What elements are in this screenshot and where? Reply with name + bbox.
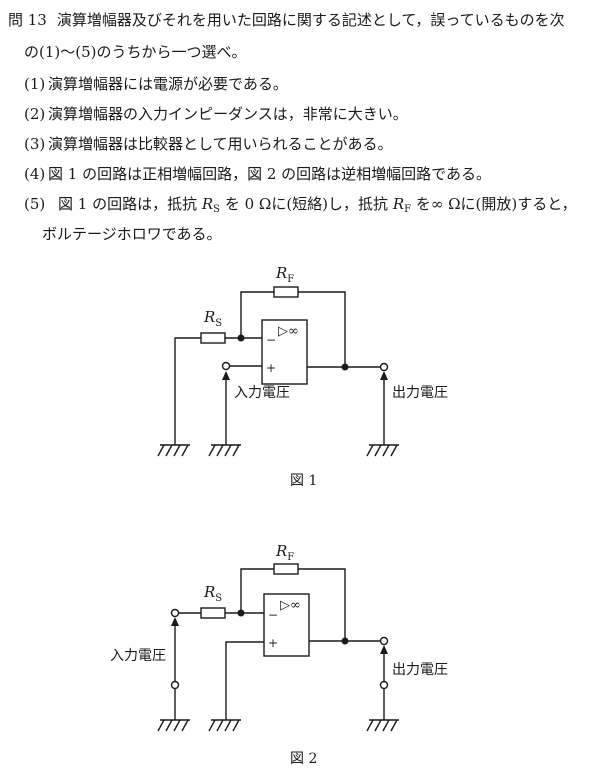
input-arrow-head: [222, 371, 230, 380]
option-label: (4): [24, 165, 46, 183]
figure-2-output-label: 出力電圧: [392, 662, 448, 678]
question-stem: 演算増幅器及びそれを用いた回路に関する記述として，誤っているものを次: [56, 11, 565, 29]
inverting-sign: −: [268, 608, 278, 622]
figure-2-caption: 図 2: [290, 751, 318, 767]
option-text: 演算増幅器の入力インピーダンスは，非常に大きい。: [48, 105, 408, 123]
resistor-rs: [200, 607, 226, 619]
ground-icon: [157, 444, 190, 457]
noninverting-sign: +: [268, 636, 278, 650]
option-text: 演算増幅器は比較器として用いられることがある。: [48, 135, 393, 153]
option-label: (2): [24, 105, 46, 123]
junction: [237, 609, 245, 617]
noninverting-ground-wire: [225, 641, 264, 720]
ground-icon: [208, 719, 241, 732]
option-text-a: 図 1 の回路は，抵抗: [58, 195, 198, 213]
rf-label: RF: [275, 264, 294, 285]
ground-icon: [366, 719, 399, 732]
output-arrow-head: [380, 645, 388, 654]
figure-2-circuit: RF RS − + ▷∞: [110, 542, 448, 732]
resistor-rs-symbol: RS: [201, 195, 221, 215]
output-junction: [341, 637, 349, 645]
resistor-rf: [273, 563, 299, 575]
junction: [237, 334, 245, 342]
figure-2-input-label: 入力電圧: [110, 648, 166, 664]
option-text-c: を∞ Ωに(開放)すると，: [415, 195, 577, 213]
rs-label: RS: [203, 308, 222, 329]
output-junction: [341, 363, 349, 371]
rs-label: RS: [203, 583, 222, 604]
option-text: 演算増幅器には電源が必要である。: [48, 75, 288, 93]
option-3[interactable]: (3)演算増幅器は比較器として用いられることがある。: [24, 134, 393, 154]
opamp-symbol: ▷∞: [280, 598, 301, 613]
inverting-sign: −: [266, 333, 276, 347]
output-terminal: [379, 362, 389, 372]
ground-icon: [366, 444, 399, 457]
input-arrow-head: [171, 617, 179, 626]
option-2[interactable]: (2)演算増幅器の入力インピーダンスは，非常に大きい。: [24, 104, 408, 124]
option-label: (1): [24, 75, 46, 93]
output-return-terminal: [379, 680, 389, 690]
opamp-box: [261, 319, 308, 385]
opamp-box: [263, 593, 310, 657]
resistor-rf: [273, 286, 299, 298]
ground-icon: [208, 444, 241, 457]
rf-label: RF: [275, 542, 294, 563]
resistor-rf-symbol: RF: [392, 195, 412, 215]
figure-1-caption: 図 1: [290, 473, 318, 489]
option-5-continued: ボルテージホロワである。: [42, 225, 222, 243]
output-arrow-head: [380, 371, 388, 380]
rs-wire: [174, 337, 262, 445]
option-1[interactable]: (1)演算増幅器には電源が必要である。: [24, 74, 288, 94]
option-label: (5): [24, 195, 46, 213]
option-text-b: を 0 Ωに(短絡)し，抵抗: [224, 195, 389, 213]
question-stem-line-1: 問 13 演算増幅器及びそれを用いた回路に関する記述として，誤っているものを次: [8, 10, 565, 30]
input-terminal: [170, 608, 180, 618]
option-5[interactable]: (5) 図 1 の回路は，抵抗 RS を 0 Ωに(短絡)し，抵抗 RF を∞ Ω…: [24, 194, 577, 220]
option-label: (3): [24, 135, 46, 153]
figure-1-input-label: 入力電圧: [234, 385, 290, 401]
opamp-symbol: ▷∞: [278, 324, 299, 339]
input-terminal: [221, 361, 231, 371]
option-text: 図 1 の回路は正相増幅回路，図 2 の回路は逆相増幅回路である。: [48, 165, 492, 183]
figure-1-circuit: RF RS − + ▷∞: [157, 264, 448, 457]
input-return-terminal: [170, 680, 180, 690]
figure-1-output-label: 出力電圧: [392, 385, 448, 401]
option-4[interactable]: (4)図 1 の回路は正相増幅回路，図 2 の回路は逆相増幅回路である。: [24, 164, 491, 184]
ground-icon: [157, 719, 190, 732]
question-stem-line-2: の(1)～(5)のうちから一つ選べ。: [24, 43, 247, 61]
question-number: 問 13: [8, 11, 47, 29]
resistor-rs: [200, 332, 226, 344]
output-terminal: [379, 636, 389, 646]
noninverting-sign: +: [266, 361, 276, 375]
